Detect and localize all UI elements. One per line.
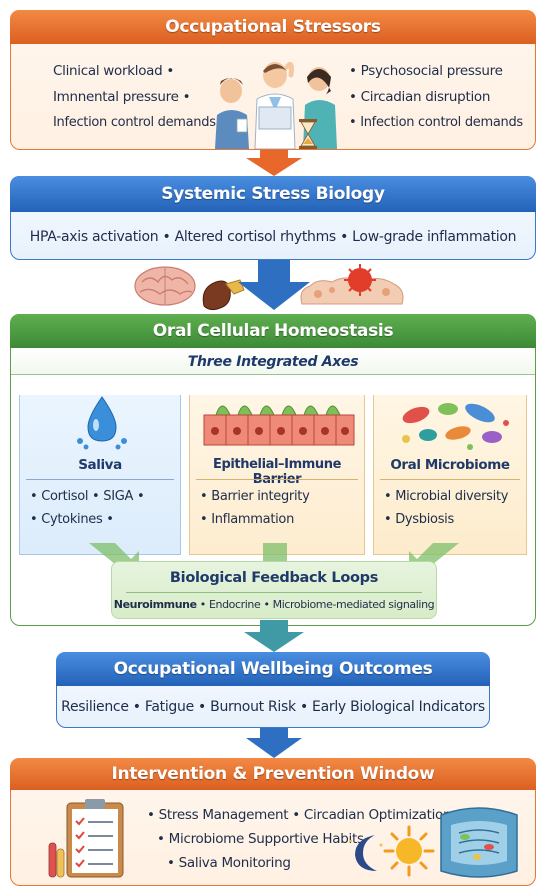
microbes-icon	[402, 403, 509, 450]
neuroimmune-label: Neuroimmune	[113, 598, 197, 611]
brain-icon	[134, 266, 196, 306]
biological-feedback-loops-title: Biological Feedback Loops	[169, 570, 379, 586]
oral-cellular-homeostasis-panel: Oral Cellular Homeostasis Three Integrat…	[10, 314, 536, 626]
barrier-item-1: • Barrier integrity	[200, 489, 310, 504]
intervention-item-1: • Stress Management • Circadian Optimiza…	[147, 807, 452, 823]
down-arrow-3	[244, 620, 304, 652]
occupational-stressors-panel: Occupational Stressors Clinical workload…	[10, 10, 536, 150]
epithelial-immune-barrier-title: Epithelial–Immune Barrier	[212, 457, 342, 487]
occupational-wellbeing-outcomes-title: Occupational Wellbeing Outcomes	[56, 652, 490, 686]
occupational-wellbeing-outcomes-panel: Occupational Wellbeing Outcomes Resilien…	[56, 652, 490, 728]
stressor-left-2: Imnnental pressure •	[53, 89, 191, 105]
stressor-right-1: • Psychosocial pressure	[349, 63, 503, 79]
intervention-item-3: • Saliva Monitoring	[167, 855, 291, 871]
saliva-title: Saliva	[78, 457, 122, 473]
saliva-drop-icon	[77, 396, 127, 450]
epithelial-immune-barrier-column: Epithelial–Immune Barrier • Barrier inte…	[189, 395, 365, 555]
healthcare-workers-illustration	[215, 61, 337, 149]
barrier-item-2: • Inflammation	[200, 512, 295, 527]
intervention-item-2: • Microbiome Supportive Habits	[157, 831, 364, 847]
oral-cellular-homeostasis-title: Oral Cellular Homeostasis	[10, 314, 536, 348]
feedback-signals-text: Neuroimmune • Endocrine • Microbiome-med…	[112, 598, 436, 611]
microbiome-divider	[380, 479, 520, 480]
oral-microbiome-column: Oral Microbiome • Microbial diversity • …	[373, 395, 527, 555]
microbiome-item-1: • Microbial diversity	[384, 489, 509, 504]
occupational-wellbeing-outcomes-text: Resilience • Fatigue • Burnout Risk • Ea…	[61, 699, 485, 715]
epithelial-cells-icon	[203, 405, 355, 446]
feedback-rest-text: • Endocrine • Microbiome-mediated signal…	[196, 598, 435, 611]
barrier-divider	[196, 479, 358, 480]
saliva-item-1: • Cortisol • SIGA •	[30, 489, 145, 504]
occupational-stressors-title: Occupational Stressors	[10, 10, 536, 44]
moon-icon	[349, 835, 383, 871]
down-arrow-2	[238, 260, 310, 310]
inflammation-tissue-icon	[300, 264, 404, 305]
clipboard-checklist-icon	[48, 799, 124, 878]
systemic-stress-biology-panel: Systemic Stress Biology HPA-axis activat…	[10, 176, 536, 260]
intervention-prevention-title: Intervention & Prevention Window	[10, 758, 536, 790]
adrenal-kidney-icon	[202, 279, 245, 311]
saliva-column: Saliva • Cortisol • SIGA • • Cytokines •	[19, 395, 181, 555]
sun-icon	[383, 825, 435, 877]
feedback-divider	[126, 592, 422, 593]
saliva-item-2: • Cytokines •	[30, 512, 114, 527]
biological-feedback-loops-box: Biological Feedback Loops Neuroimmune • …	[111, 561, 437, 619]
three-integrated-axes-subtitle: Three Integrated Axes	[11, 349, 535, 375]
down-arrow-1	[246, 150, 302, 176]
down-arrow-4	[246, 728, 302, 758]
stressor-left-3: Infection control demands	[53, 115, 216, 130]
microbiome-item-2: • Dysbiosis	[384, 512, 454, 527]
stressor-right-2: • Circadian disruption	[349, 89, 491, 105]
systemic-stress-biology-title: Systemic Stress Biology	[10, 176, 536, 212]
intervention-prevention-panel: Intervention & Prevention Window • Stres…	[10, 758, 536, 886]
gut-microbiome-icon	[440, 807, 518, 878]
stressor-left-1: Clinical workload •	[53, 63, 175, 79]
systemic-stress-biology-text: HPA-axis activation • Altered cortisol r…	[29, 229, 517, 245]
saliva-divider	[26, 479, 174, 480]
oral-microbiome-title: Oral Microbiome	[390, 457, 510, 473]
stressor-right-3: • Infection control demands	[349, 115, 523, 130]
